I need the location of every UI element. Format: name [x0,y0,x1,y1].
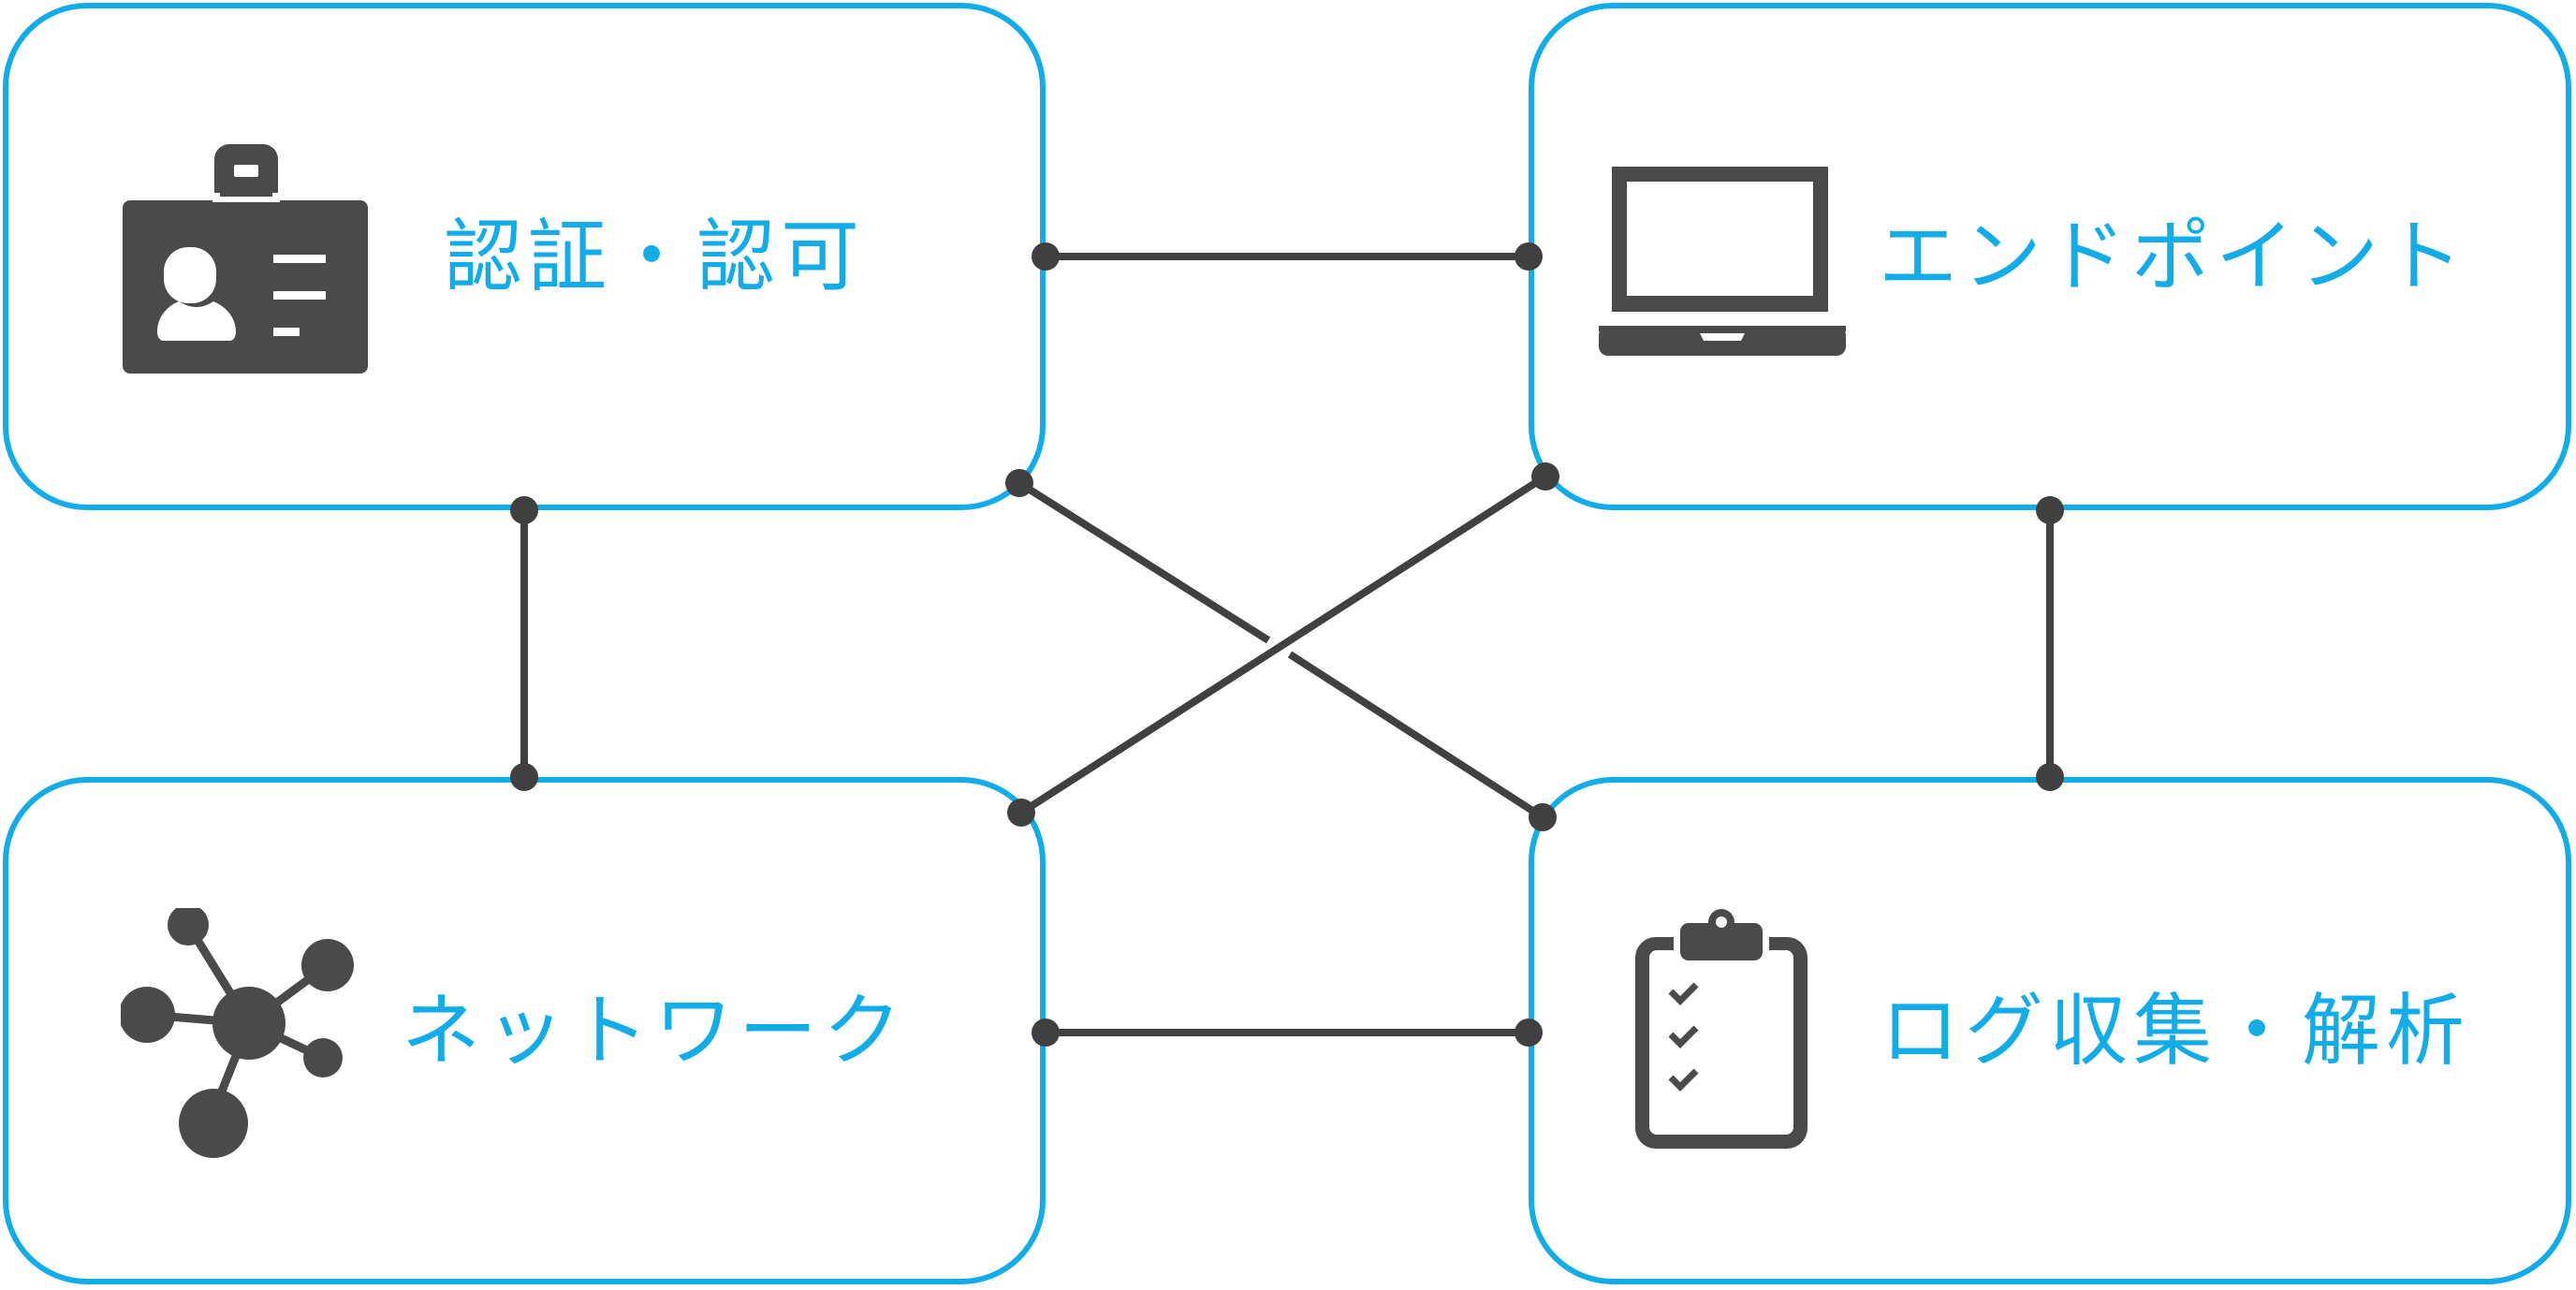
id-badge-icon [123,144,368,374]
node-label: 認証・認可 [444,211,866,302]
node-label: ログ収集・解析 [1881,985,2471,1077]
edge-endpoint-network [1018,473,1548,816]
node-label: ネットワーク [402,985,908,1077]
laptop-icon [1599,167,1846,356]
edge-auth-log-upper [1017,479,1271,644]
node-endpoint[interactable]: エンドポイント [1529,3,2571,510]
network-nodes-icon [121,908,354,1158]
node-log-collection-analysis[interactable]: ログ収集・解析 [1529,777,2571,1284]
node-network[interactable]: ネットワーク [3,777,1046,1284]
node-auth-authorization[interactable]: 認証・認可 [3,3,1046,510]
node-label: エンドポイント [1879,211,2469,302]
edge-auth-log-lower [1287,651,1545,821]
clipboard-checklist-icon [1635,909,1808,1149]
